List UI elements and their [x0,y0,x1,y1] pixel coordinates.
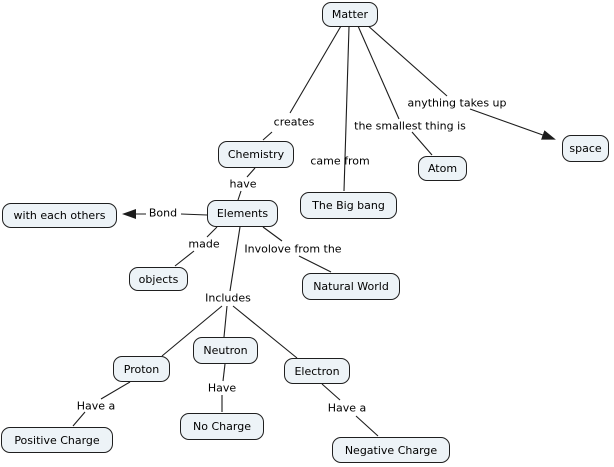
line-electron-havea [321,383,341,401]
node-no-charge[interactable]: No Charge [180,413,264,440]
node-negative-charge[interactable]: Negative Charge [332,437,450,463]
line-creates-chemistry [262,131,273,141]
node-natural-world[interactable]: Natural World [302,273,400,300]
node-atom[interactable]: Atom [418,156,467,181]
line-includes-proton [161,305,223,357]
node-space[interactable]: space [562,135,609,162]
edge-label-the-smallest-thing-is[interactable]: the smallest thing is [354,119,466,133]
edge-label-have-a-electron[interactable]: Have a [327,401,367,415]
line-elements-made [206,226,218,238]
node-neutron[interactable]: Neutron [193,337,258,364]
line-matter-smallest [357,25,400,120]
line-proton-havea [100,381,131,400]
line-havea-positive [72,411,86,427]
edge-label-involove-from-the[interactable]: Involove from the [244,242,342,256]
node-with-each-others[interactable]: with each others [2,203,117,228]
line-elements-bond [180,213,208,216]
edge-label-made[interactable]: made [188,237,220,251]
node-electron[interactable]: Electron [284,358,350,384]
line-anything-space [469,108,556,140]
line-elements-includes [229,226,241,292]
line-includes-electron [232,305,298,359]
line-smallest-atom [411,131,433,156]
line-chemistry-have [246,167,256,178]
line-made-objects [174,250,195,267]
edge-label-creates[interactable]: creates [273,115,315,129]
line-includes-neutron [223,305,228,338]
edge-label-have-chemistry[interactable]: have [229,177,257,191]
edge-label-have-neutron[interactable]: Have [207,381,237,395]
line-matter-creates [289,25,342,114]
line-have-elements [237,190,242,201]
line-elements-involove [262,226,283,242]
line-neutron-have [222,363,226,382]
node-matter[interactable]: Matter [322,2,378,27]
line-matter-bigbang [343,26,350,192]
edge-label-bond[interactable]: Bond [148,206,178,220]
edge-label-came-from[interactable]: came from [310,154,370,168]
node-elements[interactable]: Elements [207,200,278,227]
node-proton[interactable]: Proton [113,356,170,382]
line-havea-negative [355,415,379,437]
node-objects[interactable]: objects [129,267,188,291]
edge-label-have-a-proton[interactable]: Have a [76,399,116,413]
edge-label-anything-takes-up[interactable]: anything takes up [407,96,507,110]
edge-label-includes[interactable]: Includes [205,291,251,305]
node-chemistry[interactable]: Chemistry [218,141,294,168]
line-involove-naturalworld [298,255,332,273]
node-the-big-bang[interactable]: The Big bang [300,192,397,219]
line-matter-anything [365,23,448,97]
node-positive-charge[interactable]: Positive Charge [1,427,113,453]
